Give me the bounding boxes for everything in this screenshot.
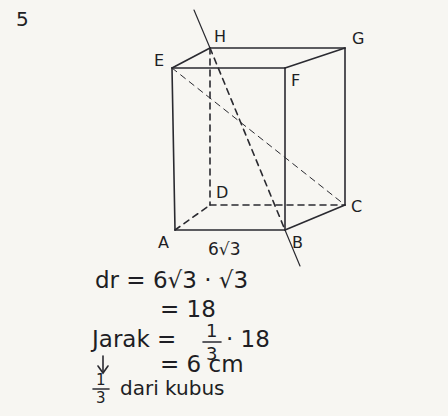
arrow-line xyxy=(102,356,104,372)
vertex-label: B xyxy=(292,234,303,252)
vertex-label: H xyxy=(214,28,226,46)
equation-line: = 6 cm xyxy=(160,352,244,377)
problem-number: 5 xyxy=(16,8,29,30)
dimension-label: 6√3 xyxy=(208,240,240,259)
space-diagonal xyxy=(210,48,285,230)
equation-line: Jarak = xyxy=(92,327,176,352)
hidden-diagonal xyxy=(172,68,345,205)
hidden-edge xyxy=(175,205,210,230)
fraction-bar xyxy=(203,341,221,343)
vertex-label: E xyxy=(154,52,164,70)
cube-edge xyxy=(285,205,345,230)
equation-line: · 18 xyxy=(226,327,270,352)
note-text: dari kubus xyxy=(120,377,225,399)
cube-edge xyxy=(344,48,346,205)
fraction-numerator: 1 xyxy=(206,321,217,341)
vertex-label: C xyxy=(351,198,362,216)
cube-edge xyxy=(175,229,285,231)
vertex-label: F xyxy=(291,72,300,90)
cube-edge xyxy=(210,47,345,49)
vertex-label: D xyxy=(216,184,228,202)
cube-edge xyxy=(172,68,175,230)
equation-line: = 18 xyxy=(160,297,216,322)
diagonal-extension xyxy=(194,10,210,48)
vertex-label: G xyxy=(352,30,364,48)
cube-edge xyxy=(172,48,210,68)
fraction-denominator: 3 xyxy=(96,390,106,407)
cube-edge xyxy=(172,67,285,69)
cube-edge xyxy=(284,68,286,230)
hidden-edge xyxy=(210,204,345,206)
vertex-label: A xyxy=(158,234,169,252)
cube-edge xyxy=(285,48,345,68)
hidden-edge xyxy=(209,48,211,205)
fraction-numerator: 1 xyxy=(96,372,106,389)
equation-line: dr = 6√3 · √3 xyxy=(95,268,248,293)
